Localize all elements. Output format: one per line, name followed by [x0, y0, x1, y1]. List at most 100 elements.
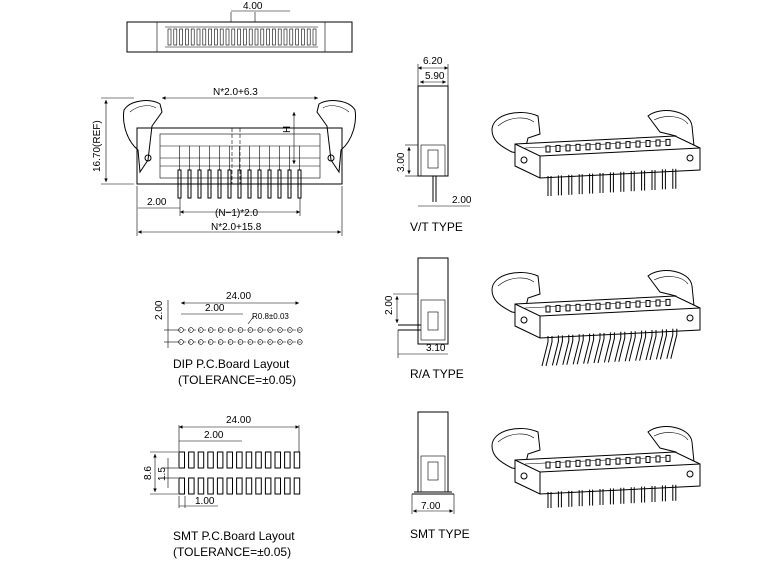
smt-pad: [197, 477, 205, 495]
ra-side-view: 2.00 3.10 R/A TYPE: [384, 257, 464, 381]
contact: [545, 305, 551, 313]
ra-caption: R/A TYPE: [410, 367, 464, 381]
dip-hole: [297, 339, 303, 345]
connector-3d: [491, 270, 701, 367]
top-slot: [173, 28, 178, 46]
pin: [555, 335, 563, 366]
smt-height-dim: 8.6: [143, 466, 154, 480]
pin: [566, 334, 574, 365]
pin: [562, 334, 570, 365]
vt-height-dim: 3.00: [396, 152, 407, 172]
smt-pad: [226, 451, 233, 469]
connector-3d: [491, 110, 701, 196]
smt-pad: [255, 451, 262, 469]
vt-caption: V/T TYPE: [410, 220, 463, 234]
top-slot: [283, 28, 288, 46]
smt-pad: [293, 477, 301, 495]
smt-pad: [216, 451, 224, 469]
contact: [595, 142, 601, 150]
contact: [575, 303, 581, 311]
smt-pad-width-dim: 1.00: [195, 496, 215, 507]
smt-layout-caption: SMT P.C.Board Layout: [173, 529, 295, 543]
dip-hole-dim: R0.8±0.03: [252, 312, 289, 321]
front-span-dim: (N−1)*2.0: [215, 208, 259, 219]
top-slot: [289, 28, 294, 46]
top-slot: [185, 28, 189, 46]
top-slot: [295, 28, 299, 46]
dip-hole: [287, 327, 293, 333]
pin: [593, 333, 601, 364]
top-slot: [225, 28, 230, 46]
contact: [575, 143, 581, 151]
contact: [645, 300, 651, 307]
dip-total-dim: 24.00: [226, 291, 251, 302]
dip-hole: [277, 327, 283, 333]
pin: [541, 336, 549, 367]
top-slot: [243, 28, 247, 46]
contact: [665, 138, 671, 146]
top-width-dim: 4.00: [243, 1, 263, 12]
pin: [628, 331, 636, 362]
top-slot: [301, 28, 305, 46]
left-latch: [491, 272, 541, 315]
dip-hole: [287, 339, 293, 345]
pin: [624, 331, 632, 362]
top-slot: [208, 28, 212, 46]
left-latch: [491, 112, 541, 155]
contact: [645, 140, 651, 147]
contact: [625, 141, 631, 149]
front-pitch-dim: 2.00: [147, 197, 167, 208]
smt-pad: [245, 477, 253, 495]
contact: [605, 302, 611, 310]
front-h-dim: H: [282, 126, 293, 133]
dip-pitch-dim: 2.00: [205, 303, 225, 314]
smt-pad: [216, 477, 224, 495]
smt-pad: [226, 477, 233, 495]
ra-height-dim: 2.00: [384, 295, 395, 315]
pin: [576, 334, 584, 365]
pin: [545, 336, 553, 367]
contact: [585, 143, 591, 151]
pin: [649, 330, 657, 361]
front-bottom-dim: N*2.0+15.8: [211, 222, 262, 233]
contact: [615, 141, 621, 149]
top-slot: [214, 28, 218, 46]
smt-pad: [274, 451, 281, 469]
dip-hole: [267, 339, 273, 345]
top-slot: [254, 28, 259, 46]
top-slot: [306, 28, 311, 46]
smt-pad: [207, 477, 214, 495]
pin: [603, 332, 611, 363]
pin: [618, 331, 626, 362]
smt-pad: [197, 451, 205, 469]
contact: [615, 301, 621, 309]
pin: [645, 330, 653, 361]
dip-hole: [277, 339, 283, 345]
smt-layout: 24.00 2.00 8.6 1.5 1.00 SMT P.C.Board La…: [143, 415, 301, 559]
dip-hole: [267, 327, 273, 333]
top-slot: [179, 28, 183, 46]
contact: [565, 144, 571, 152]
connector-3d: [491, 426, 701, 508]
contact: [575, 459, 581, 467]
dip-hole: [257, 339, 263, 345]
smt-side-view: 7.00 SMT TYPE: [410, 411, 470, 541]
dip-layout: 24.00 2.00 R0.8±0.03 2.00 DIP P.C.Board …: [154, 291, 303, 387]
contact: [585, 459, 591, 467]
pin: [587, 333, 595, 364]
vt-side-view: 6.20 5.90 3.00 2.00 V/T TYPE: [396, 56, 472, 234]
smt-pad: [178, 451, 185, 469]
contact: [565, 304, 571, 312]
contact: [625, 457, 631, 465]
contact: [605, 142, 611, 150]
smt-pad: [293, 451, 301, 469]
pin: [583, 333, 591, 364]
ra-depth-dim: 3.10: [426, 343, 446, 354]
pin: [655, 329, 663, 360]
top-slot: [231, 28, 236, 46]
top-slot: [167, 28, 172, 46]
top-slot: [202, 28, 207, 46]
smt-pad: [264, 477, 272, 495]
front-height-dim: 16.70(REF): [92, 120, 103, 172]
vt-outer-dim: 6.20: [423, 56, 443, 67]
